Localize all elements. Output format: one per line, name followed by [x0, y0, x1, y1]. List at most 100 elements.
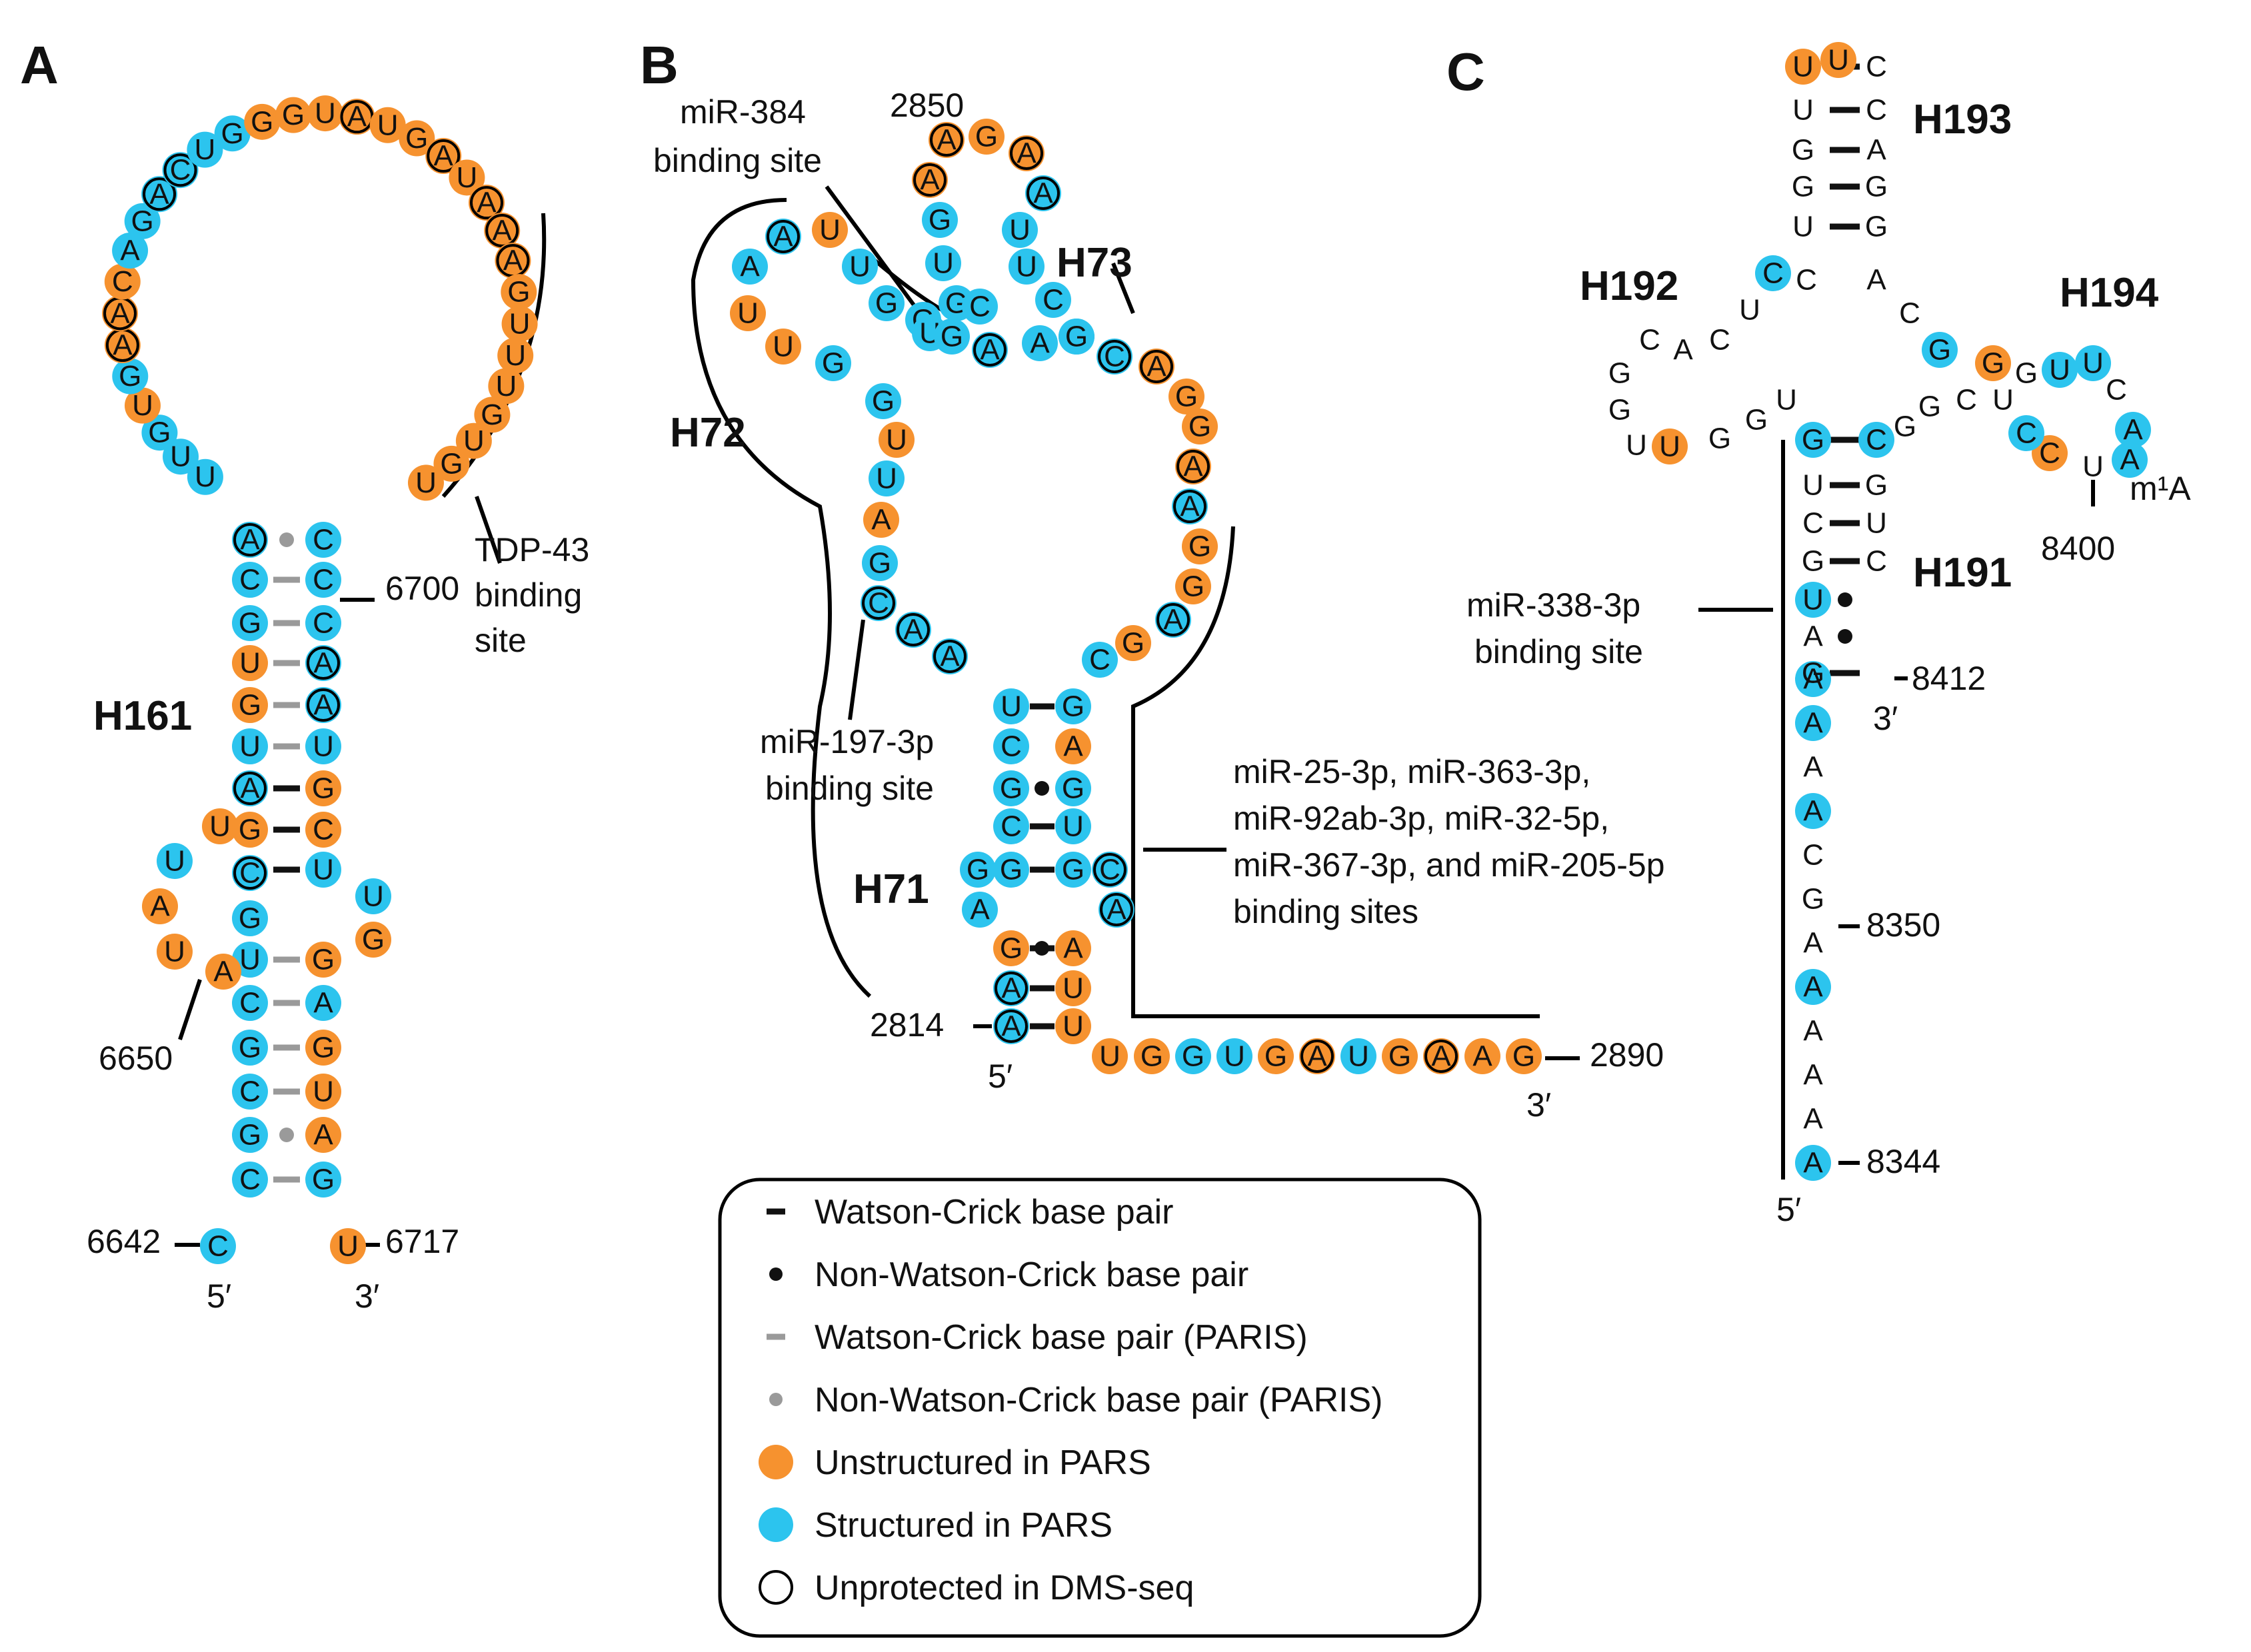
- nucleotide-a: [495, 243, 531, 279]
- five-prime-b: 5′: [988, 1058, 1013, 1095]
- panel-label-a: A: [20, 35, 59, 95]
- base-letter-c: G: [1865, 211, 1888, 243]
- base-letter-c: G: [1865, 469, 1888, 502]
- non-wc-pair-b: [1035, 781, 1049, 796]
- legend-label-nwcp: Non-Watson-Crick base pair (PARIS): [815, 1381, 1382, 1419]
- base-letter-a: A: [477, 187, 497, 219]
- nucleotide-a: [355, 922, 391, 958]
- base-letter-c: G: [1894, 411, 1916, 443]
- nucleotide-a: [124, 203, 161, 239]
- nucleotide-a: [112, 233, 149, 269]
- five-prime-c: 5′: [1776, 1191, 1801, 1228]
- nucleotide-b: [861, 585, 897, 621]
- base-letter-c: A: [1803, 971, 1823, 1004]
- nucleotide-b: [1055, 688, 1091, 724]
- base-letter-c: G: [1792, 134, 1814, 167]
- base-letter-b: A: [937, 124, 957, 157]
- base-letter-a: G: [131, 205, 154, 237]
- base-letter-b: G: [872, 385, 895, 418]
- nucleotide-b: [1423, 1038, 1459, 1074]
- non-wc-pair-b: [1035, 941, 1049, 956]
- nucleotide-b: [1175, 568, 1211, 604]
- position-6650: 6650: [99, 1040, 173, 1077]
- base-letter-b: G: [1140, 1040, 1163, 1073]
- nucleotide-a: [305, 985, 341, 1021]
- base-letter-a: U: [463, 424, 485, 457]
- base-letter-c: A: [1803, 751, 1823, 784]
- base-letter-a: U: [495, 370, 517, 403]
- nucleotide-b: [842, 249, 878, 285]
- nucleotide-b: [1055, 770, 1091, 806]
- base-letter-b: A: [1146, 351, 1166, 383]
- base-letter-a: G: [282, 99, 305, 131]
- base-letter-a: C: [313, 564, 334, 596]
- nucleotide-a: [232, 985, 268, 1021]
- nucleotide-b: [925, 245, 961, 281]
- nucleotide-a: [102, 295, 139, 332]
- base-letter-b: C: [969, 291, 991, 323]
- nucleotide-b: [1055, 808, 1091, 844]
- base-letter-a: U: [415, 466, 437, 499]
- base-letter-b: A: [970, 894, 990, 926]
- base-letter-c: G: [1802, 545, 1824, 578]
- nucleotide-b: [962, 892, 998, 928]
- nucleotide-c: [1820, 42, 1856, 78]
- base-letter-a: C: [239, 857, 261, 890]
- nucleotide-b: [969, 119, 1005, 155]
- dms-ring-b: [1140, 350, 1173, 383]
- base-letter-a: A: [120, 235, 140, 267]
- base-letter-b: G: [1062, 690, 1085, 723]
- nucleotide-b: [1134, 1038, 1170, 1074]
- base-letter-b: A: [1307, 1040, 1327, 1073]
- base-letter-a: G: [119, 360, 141, 393]
- nucleotide-a: [305, 562, 341, 598]
- position-2814: 2814: [870, 1006, 944, 1044]
- nucleotide-b: [1059, 319, 1095, 355]
- nucleotide-b: [932, 638, 968, 674]
- nucleotide-b: [962, 289, 998, 325]
- base-letter-c: G: [1745, 404, 1768, 436]
- dms-ring-b: [1098, 340, 1131, 373]
- base-letter-b: G: [1062, 854, 1085, 886]
- nucleotide-b: [1506, 1038, 1542, 1074]
- base-letter-b: C: [1001, 730, 1022, 763]
- backbone-and-annotation-lines: [175, 185, 2095, 1247]
- nucleotide-a: [124, 387, 161, 424]
- nucleotide-a: [305, 942, 341, 978]
- tdp43-arrow: [475, 496, 502, 564]
- multi-mir-annotation-line3: miR-367-3p, and miR-205-5p: [1233, 846, 1665, 884]
- nucleotide-b: [1002, 212, 1038, 248]
- nucleotide-b: [1035, 282, 1071, 318]
- dms-ring-a: [143, 177, 177, 211]
- base-letter-c: A: [1803, 1103, 1823, 1136]
- base-letter-b: A: [1107, 894, 1126, 926]
- multi-mir-bracket: [1131, 526, 1540, 1018]
- dms-ring-b: [913, 163, 947, 197]
- base-letter-b: U: [886, 424, 907, 456]
- base-letter-b: G: [822, 347, 845, 380]
- base-letter-a: G: [312, 944, 335, 976]
- nucleotide-a: [305, 645, 341, 681]
- base-letter-a: U: [457, 161, 478, 194]
- base-letter-b: A: [1001, 1010, 1021, 1043]
- base-letter-c: C: [1956, 384, 1977, 416]
- base-letter-b: G: [1175, 381, 1198, 413]
- base-letter-c: C: [1709, 324, 1730, 357]
- nucleotide-a: [339, 99, 375, 135]
- position-2850: 2850: [890, 87, 964, 124]
- nucleotide-a: [369, 107, 406, 143]
- base-letter-b: A: [1033, 177, 1053, 210]
- base-letter-b: G: [975, 121, 998, 153]
- base-letter-a: U: [509, 308, 531, 341]
- nucleotide-b: [815, 345, 851, 381]
- base-letter-b: U: [1001, 690, 1022, 723]
- base-letter-a: A: [503, 245, 523, 277]
- base-letter-b: G: [1182, 570, 1204, 603]
- nucleotide-c: [1795, 705, 1831, 741]
- base-letter-a: G: [507, 276, 530, 309]
- base-letter-a: U: [315, 97, 336, 130]
- base-letter-a: A: [313, 689, 333, 722]
- three-prime-b: 3′: [1526, 1086, 1551, 1124]
- multi-mir-annotation-line4: binding sites: [1233, 893, 1418, 930]
- panel-label-c: C: [1446, 42, 1485, 101]
